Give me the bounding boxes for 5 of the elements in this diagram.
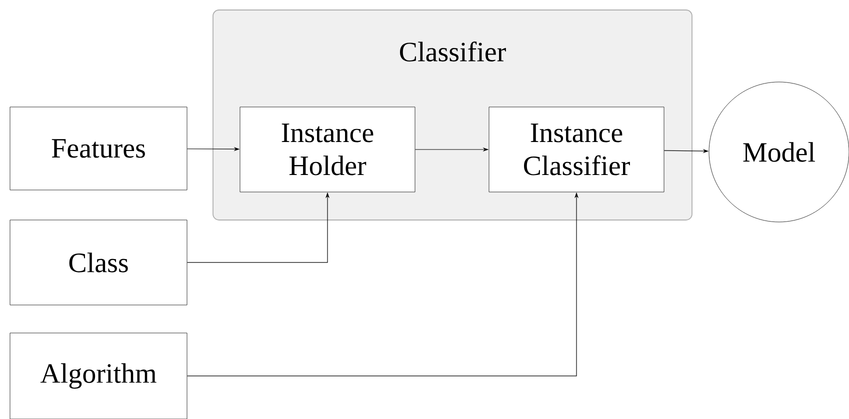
process-box: Instance Holder bbox=[240, 106, 416, 192]
process-box: Features bbox=[10, 106, 188, 190]
process-box: Class bbox=[10, 220, 188, 306]
process-box: Instance Classifier bbox=[488, 106, 664, 192]
process-box: Algorithm bbox=[10, 332, 188, 419]
